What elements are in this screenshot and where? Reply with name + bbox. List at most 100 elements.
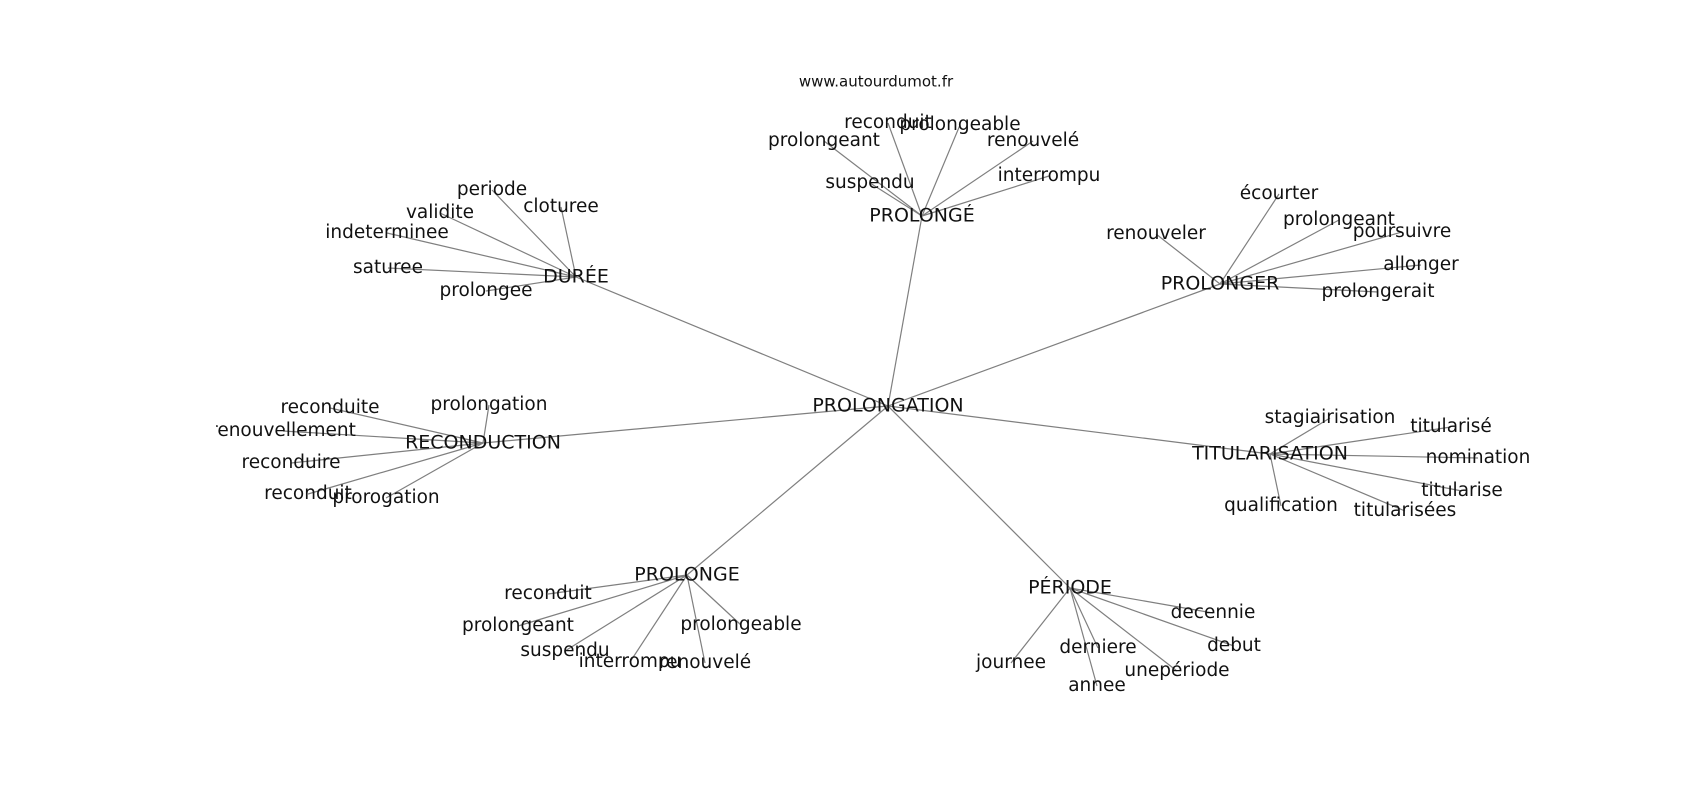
edge-periode-annee bbox=[1069, 587, 1098, 687]
leaf-node-annee: annee bbox=[1068, 675, 1126, 696]
leaf-node-reconduit: reconduit bbox=[264, 483, 352, 504]
edge-duree-cloturee bbox=[560, 206, 577, 278]
hub-node-duree: DURÉE bbox=[543, 265, 609, 288]
leaf-node-debut: debut bbox=[1207, 635, 1261, 656]
leaf-node-titularisees: titularisées bbox=[1354, 500, 1457, 521]
leaf-node-allonger: allonger bbox=[1383, 254, 1459, 275]
leaf-node-prolongeant: prolongeant bbox=[1283, 209, 1395, 230]
leaf-node-reconduit: reconduit bbox=[504, 583, 592, 604]
hub-node-periode: PÉRIODE bbox=[1028, 576, 1112, 599]
edge-prolonger-ecourter bbox=[1219, 193, 1280, 285]
leaf-node-decennie: decennie bbox=[1171, 602, 1256, 623]
leaf-node-uneperiode: unepériode bbox=[1124, 660, 1229, 681]
edge-reconduction-prorogation bbox=[385, 442, 484, 499]
leaf-node-renouvellement: renouvellement bbox=[210, 420, 356, 441]
leaf-node-prolongerait: prolongerait bbox=[1322, 281, 1435, 302]
edge-center-periode bbox=[887, 405, 1071, 589]
leaf-node-reconduite: reconduite bbox=[280, 397, 379, 418]
edge-titularisation-titularise bbox=[1269, 426, 1452, 455]
edge-reconduction-prolongation bbox=[482, 404, 490, 444]
leaf-node-reconduit: reconduit bbox=[844, 112, 932, 133]
leaf-node-ecourter: écourter bbox=[1240, 183, 1319, 204]
edge-prolonge-suspendu bbox=[564, 574, 688, 652]
leaf-node-reconduire: reconduire bbox=[242, 452, 341, 473]
hub-node-prolonge: PROLONGÉ bbox=[869, 204, 974, 227]
edge-prolonge-renouvele bbox=[921, 140, 1034, 217]
hub-node-titularisation: TITULARISATION bbox=[1191, 443, 1348, 465]
leaf-node-interrompu: interrompu bbox=[579, 651, 682, 672]
leaf-node-suspendu: suspendu bbox=[520, 640, 609, 661]
leaf-node-prolongee: prolongee bbox=[440, 280, 533, 301]
leaf-node-poursuivre: poursuivre bbox=[1353, 221, 1451, 242]
hub-node-prolonge: PROLONGE bbox=[634, 564, 739, 586]
leaf-node-qualification: qualification bbox=[1224, 495, 1338, 516]
edge-periode-decennie bbox=[1069, 587, 1214, 614]
edge-center-titularisation bbox=[887, 405, 1271, 455]
left-edge-mask bbox=[0, 0, 216, 800]
edge-reconduction-reconduit bbox=[307, 442, 484, 495]
edge-duree-periode bbox=[491, 189, 577, 278]
graph-edges bbox=[282, 122, 1479, 687]
edge-duree-validite bbox=[439, 212, 577, 278]
leaf-node-renouvele: renouvelé bbox=[659, 652, 751, 673]
edge-prolonge-prolongeable bbox=[921, 124, 961, 217]
edge-periode-derniere bbox=[1069, 587, 1099, 649]
leaf-node-prolongeant: prolongeant bbox=[768, 130, 880, 151]
edge-prolonge-interrompu bbox=[921, 175, 1050, 217]
hub-node-reconduction: RECONDUCTION bbox=[405, 432, 561, 454]
edge-periode-debut bbox=[1069, 587, 1235, 647]
source-credit: www.autourdumot.fr bbox=[799, 73, 954, 91]
edge-prolonge-suspendu bbox=[869, 182, 923, 217]
leaf-node-saturee: saturee bbox=[353, 257, 423, 278]
edge-reconduction-renouvellement bbox=[282, 430, 484, 444]
center-node-label: PROLONGATION bbox=[812, 395, 963, 417]
edge-duree-prolongee bbox=[485, 276, 577, 292]
leaf-node-interrompu: interrompu bbox=[998, 165, 1101, 186]
edge-titularisation-stagiairisation bbox=[1269, 417, 1331, 455]
edge-prolonger-renouveler bbox=[1155, 233, 1221, 285]
leaf-node-prolongeable: prolongeable bbox=[899, 114, 1020, 135]
leaf-node-indeterminee: indeterminee bbox=[325, 222, 449, 243]
edge-center-prolonger bbox=[887, 283, 1221, 407]
hub-node-prolonger: PROLONGER bbox=[1161, 273, 1280, 295]
edge-center-prolonge bbox=[686, 405, 889, 576]
edge-prolonge-reconduit bbox=[887, 122, 923, 217]
edge-prolonger-poursuivre bbox=[1219, 231, 1403, 285]
leaf-node-titularise: titularise bbox=[1421, 480, 1503, 501]
leaf-node-stagiairisation: stagiairisation bbox=[1265, 407, 1396, 428]
edge-prolonge-prolongeable bbox=[686, 574, 742, 626]
edge-prolonge-reconduit bbox=[547, 574, 688, 595]
edge-duree-saturee bbox=[387, 267, 577, 278]
edge-periode-journee bbox=[1010, 587, 1071, 664]
leaf-node-renouveler: renouveler bbox=[1106, 223, 1206, 244]
leaf-node-prolongeable: prolongeable bbox=[680, 614, 801, 635]
edge-prolonger-prolongeant bbox=[1219, 219, 1340, 285]
edge-prolonge-renouvele bbox=[686, 574, 706, 664]
leaf-node-validite: validite bbox=[406, 202, 474, 223]
edge-titularisation-nomination bbox=[1269, 453, 1479, 459]
edge-reconduction-reconduire bbox=[290, 442, 484, 464]
edge-center-duree bbox=[575, 276, 889, 407]
edge-center-reconduction bbox=[482, 405, 889, 444]
edge-titularisation-qualification bbox=[1269, 453, 1282, 507]
edge-titularisation-titularise bbox=[1269, 453, 1463, 492]
leaf-node-suspendu: suspendu bbox=[825, 172, 914, 193]
leaf-node-renouvele: renouvelé bbox=[987, 130, 1079, 151]
edge-prolonge-prolongeant bbox=[517, 574, 688, 627]
leaf-node-journee: journee bbox=[975, 652, 1046, 673]
leaf-node-prolongation: prolongation bbox=[431, 394, 548, 415]
edge-prolonger-allonger bbox=[1219, 264, 1422, 285]
edge-center-prolonge bbox=[887, 215, 923, 407]
edge-duree-indeterminee bbox=[386, 232, 577, 278]
edge-prolonger-prolongerait bbox=[1219, 283, 1379, 293]
leaf-node-titularise: titularisé bbox=[1410, 416, 1492, 437]
leaf-node-prolongeant: prolongeant bbox=[462, 615, 574, 636]
leaf-node-prorogation: prorogation bbox=[332, 487, 439, 508]
edge-prolonge-prolongeant bbox=[823, 140, 923, 217]
leaf-node-nomination: nomination bbox=[1426, 447, 1531, 468]
leaf-node-derniere: derniere bbox=[1059, 637, 1136, 658]
edge-reconduction-reconduite bbox=[329, 407, 484, 444]
edge-periode-uneperiode bbox=[1069, 587, 1178, 672]
leaf-node-cloturee: cloturee bbox=[523, 196, 599, 217]
